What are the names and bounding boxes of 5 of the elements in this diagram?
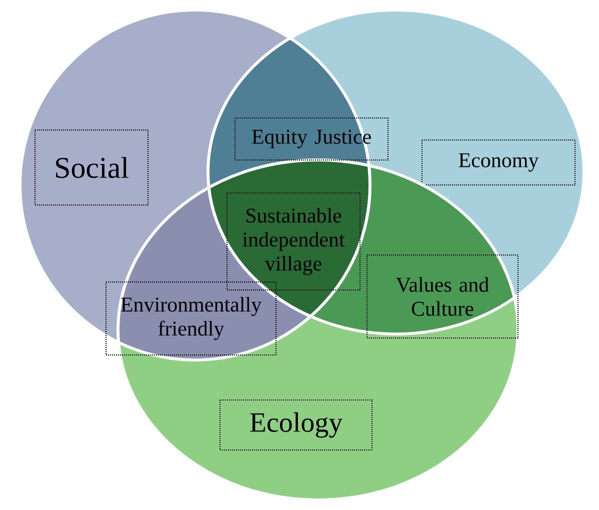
circle-label: Ecology	[220, 400, 372, 450]
region-label: Sustainable independent village	[226, 192, 360, 290]
circle-label: Economy	[422, 140, 576, 186]
circle-label: Social	[34, 130, 148, 206]
region-label: Values and Culture	[366, 254, 518, 338]
